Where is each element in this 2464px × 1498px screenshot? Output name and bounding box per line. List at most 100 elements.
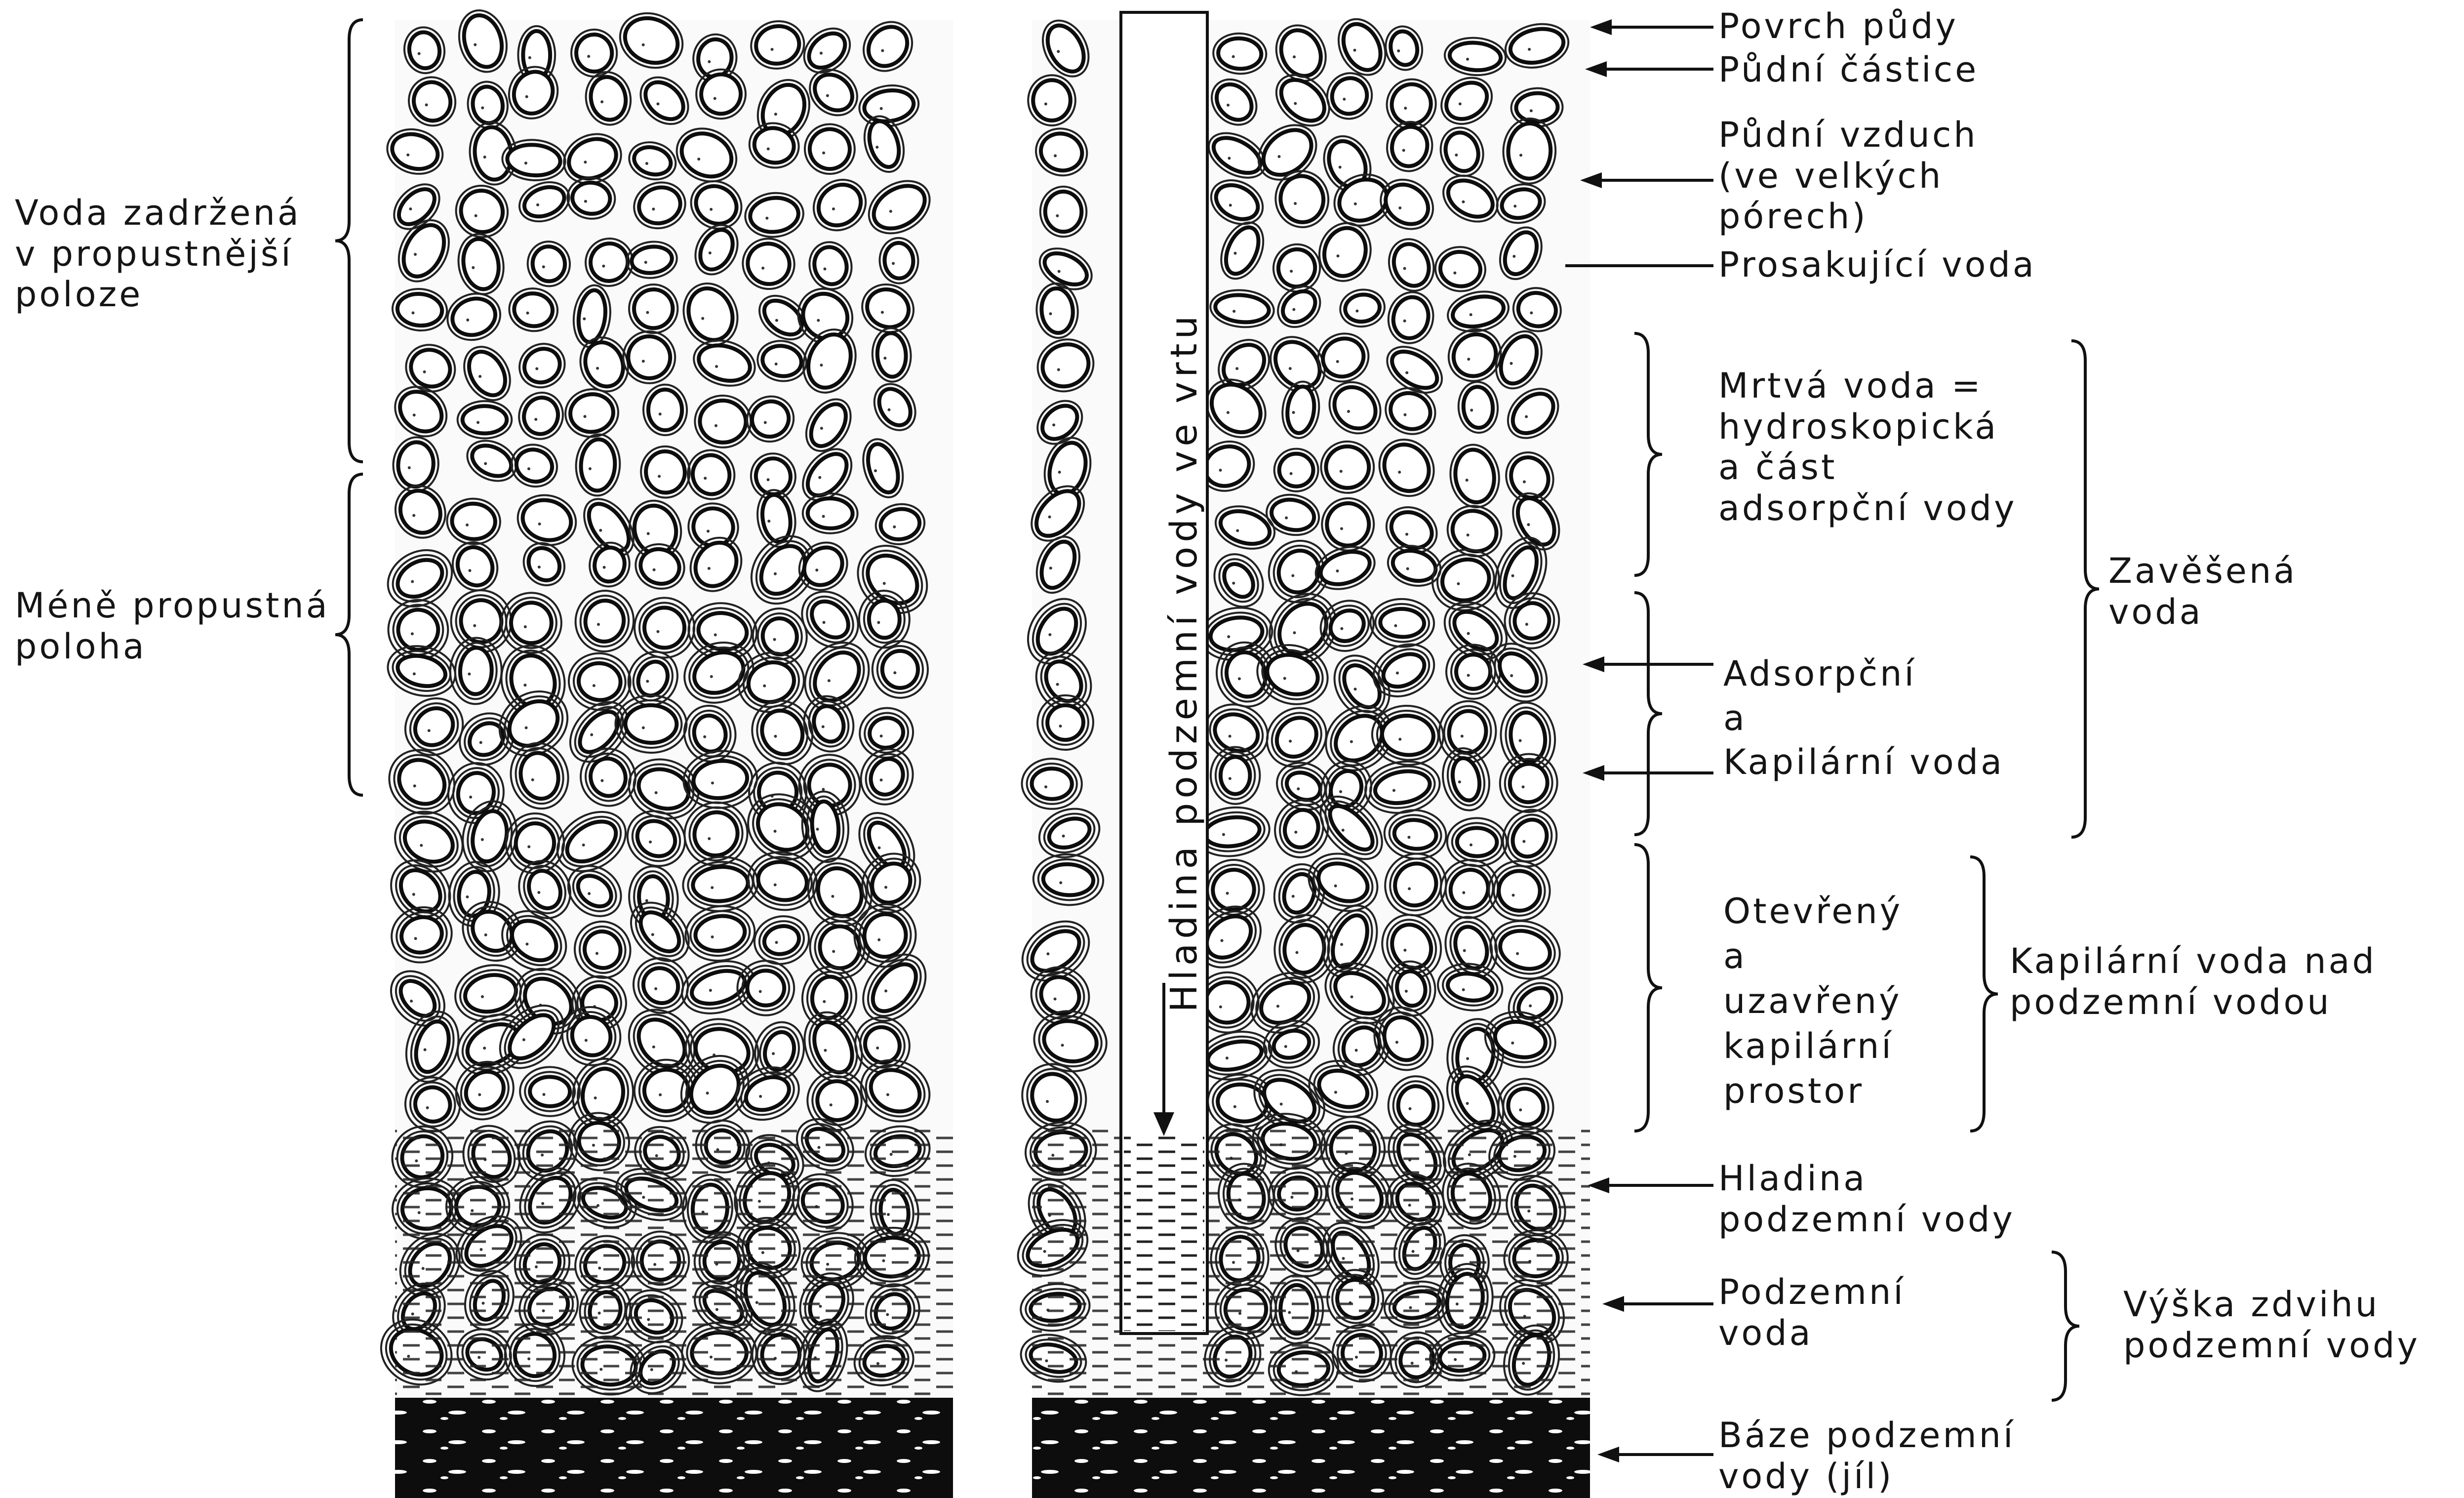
particle-stipple — [593, 684, 596, 687]
label-line: podzemní vody — [2123, 1325, 2420, 1366]
particle-stipple — [1232, 55, 1235, 58]
label-groundwater-table: Hladina podzemní vody — [1718, 1158, 2015, 1240]
particle-stipple — [1397, 49, 1400, 52]
soil-particle — [644, 449, 687, 494]
particle-stipple — [1462, 988, 1465, 991]
particle-stipple — [542, 1093, 545, 1096]
particle-stipple — [1290, 472, 1293, 475]
particle-stipple — [600, 100, 603, 103]
particle-stipple — [659, 412, 662, 415]
particle-stipple — [880, 734, 883, 737]
particle-stipple — [815, 568, 818, 571]
particle-stipple — [1294, 831, 1297, 834]
particle-stipple — [526, 312, 529, 315]
particle-stipple — [535, 367, 538, 370]
particle-stipple — [1511, 1042, 1514, 1045]
particle-stipple — [877, 847, 880, 850]
particle-stipple — [656, 102, 659, 105]
particle-stipple — [413, 413, 416, 416]
particle-stipple — [1408, 887, 1411, 890]
particle-stipple — [818, 476, 821, 479]
particle-stipple — [590, 733, 593, 736]
soil-particle — [397, 441, 436, 488]
particle-stipple — [410, 1000, 413, 1003]
particle-stipple — [483, 156, 486, 159]
soil-particle — [747, 970, 785, 1006]
particle-stipple — [709, 251, 712, 254]
particle-stipple — [1398, 471, 1401, 474]
particle-stipple — [1297, 787, 1300, 790]
particle-stipple — [880, 778, 883, 781]
label-line: prostor — [1723, 1069, 1903, 1114]
particle-stipple — [538, 523, 541, 526]
label-line: Voda zadržená — [15, 193, 301, 234]
particle-stipple — [1227, 635, 1230, 638]
label-line: pórech) — [1718, 196, 1978, 237]
soil-particle — [451, 503, 496, 540]
particle-stipple — [1403, 320, 1406, 323]
particle-stipple — [473, 624, 476, 627]
particle-stipple — [1466, 479, 1469, 482]
left-soil-column — [370, 4, 953, 1498]
label-line: podzemní vody — [1718, 1199, 2015, 1240]
particle-stipple — [775, 941, 778, 944]
particle-stipple — [711, 781, 714, 784]
particle-stipple — [881, 311, 884, 314]
particle-stipple — [1234, 252, 1237, 255]
particle-stipple — [1457, 582, 1460, 585]
particle-stipple — [406, 154, 409, 157]
particle-stipple — [774, 572, 777, 575]
particle-stipple — [1276, 1005, 1279, 1008]
particle-stipple — [466, 319, 469, 322]
particle-stipple — [775, 363, 778, 365]
particle-stipple — [893, 671, 896, 674]
particle-stipple — [525, 95, 528, 98]
particle-stipple — [1510, 362, 1513, 365]
label-line: Kapilární voda nad — [2010, 941, 2377, 982]
label-groundwater-base: Báze podzemní vody (jíl) — [1718, 1415, 2015, 1497]
particle-stipple — [1342, 829, 1345, 832]
particle-stipple — [771, 48, 774, 51]
particle-stipple — [1519, 739, 1522, 742]
particle-stipple — [1516, 952, 1519, 955]
particle-stipple — [773, 638, 776, 641]
particle-stipple — [1049, 312, 1052, 315]
particle-stipple — [536, 203, 539, 206]
particle-stipple — [479, 741, 482, 744]
particle-stipple — [1459, 102, 1462, 105]
particle-stipple — [1350, 740, 1353, 743]
particle-stipple — [587, 55, 590, 58]
particle-stipple — [1402, 149, 1405, 152]
particle-stipple — [1222, 833, 1225, 836]
particle-stipple — [531, 778, 534, 781]
particle-stipple — [642, 360, 645, 363]
particle-stipple — [1290, 270, 1293, 273]
particle-stipple — [647, 532, 650, 535]
label-capillary-above-groundwater: Kapilární voda nad podzemní vodou — [2010, 941, 2377, 1022]
particle-stipple — [1403, 949, 1406, 952]
particle-stipple — [1056, 214, 1059, 217]
particle-stipple — [883, 357, 886, 360]
soil-particle — [1279, 454, 1313, 486]
particle-stipple — [708, 567, 711, 570]
particle-stipple — [1406, 567, 1409, 570]
particle-stipple — [1395, 1041, 1398, 1044]
particle-stipple — [1458, 780, 1461, 783]
label-line: poloze — [15, 274, 301, 315]
particle-stipple — [428, 729, 431, 732]
particle-stipple — [527, 845, 530, 848]
particle-stipple — [884, 886, 887, 889]
particle-stipple — [481, 995, 484, 998]
particle-stipple — [651, 933, 654, 936]
particle-stipple — [824, 1049, 827, 1052]
particle-stipple — [1461, 735, 1464, 738]
label-line: Prosakující voda — [1718, 244, 2036, 285]
particle-stipple — [886, 1093, 889, 1096]
label-adsorption-capillary-water: Adsorpční a Kapilární voda — [1723, 652, 2004, 785]
particle-stipple — [761, 267, 764, 270]
soil-particle — [1438, 250, 1482, 288]
particle-stipple — [525, 726, 528, 729]
particle-stipple — [1522, 785, 1525, 788]
particle-stipple — [1227, 411, 1230, 414]
label-soil-air: Půdní vzduch (ve velkých pórech) — [1718, 115, 1978, 237]
